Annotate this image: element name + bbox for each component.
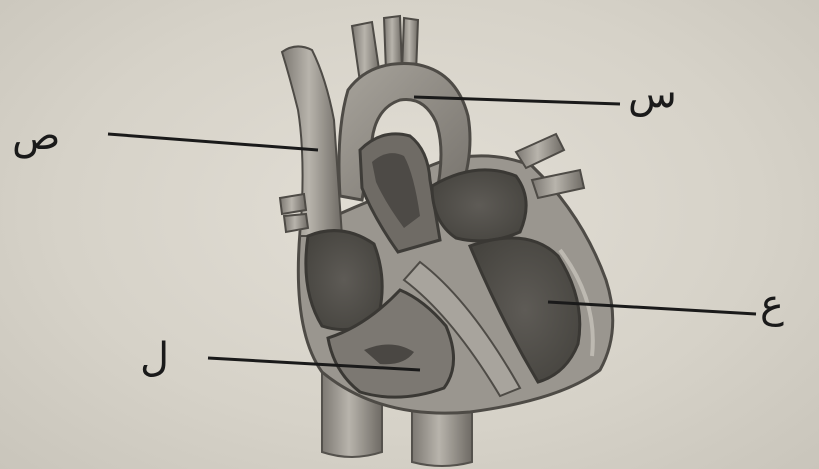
left-atrium	[432, 170, 526, 241]
label-ain: ع	[760, 284, 784, 324]
label-sad: ص	[12, 116, 60, 156]
label-sin: س	[628, 74, 677, 114]
pulmonary-vein-left	[280, 194, 306, 214]
leader-line-sad	[108, 134, 318, 150]
label-lam: ل	[140, 338, 169, 378]
pulmonary-vein-left-lower	[284, 214, 308, 232]
pulmonary-vein-upper	[516, 134, 564, 168]
